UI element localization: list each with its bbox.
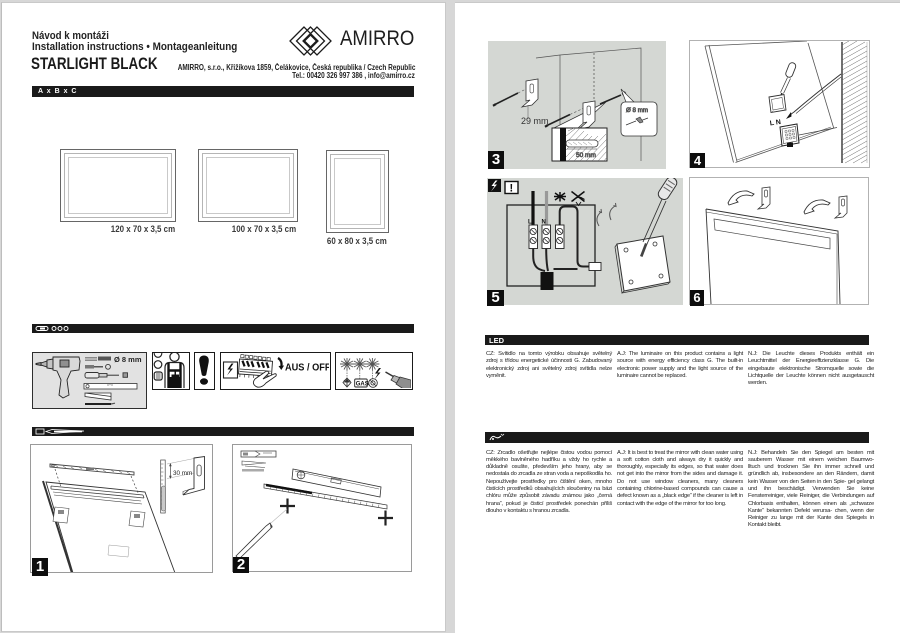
svg-text:30 mm: 30 mm [173, 470, 192, 477]
svg-text:AUS / OFF: AUS / OFF [285, 362, 329, 373]
svg-text:29 mm: 29 mm [521, 116, 549, 126]
svg-text:50 mm: 50 mm [576, 152, 596, 159]
svg-text:GAS: GAS [356, 382, 369, 388]
svg-text:Ø 8 mm: Ø 8 mm [114, 355, 142, 364]
svg-text:Ø 8 mm: Ø 8 mm [626, 107, 648, 114]
svg-text:L: L [528, 220, 532, 226]
svg-text:!: ! [510, 183, 514, 195]
svg-text:L N: L N [769, 119, 781, 127]
svg-text:N: N [542, 220, 546, 226]
